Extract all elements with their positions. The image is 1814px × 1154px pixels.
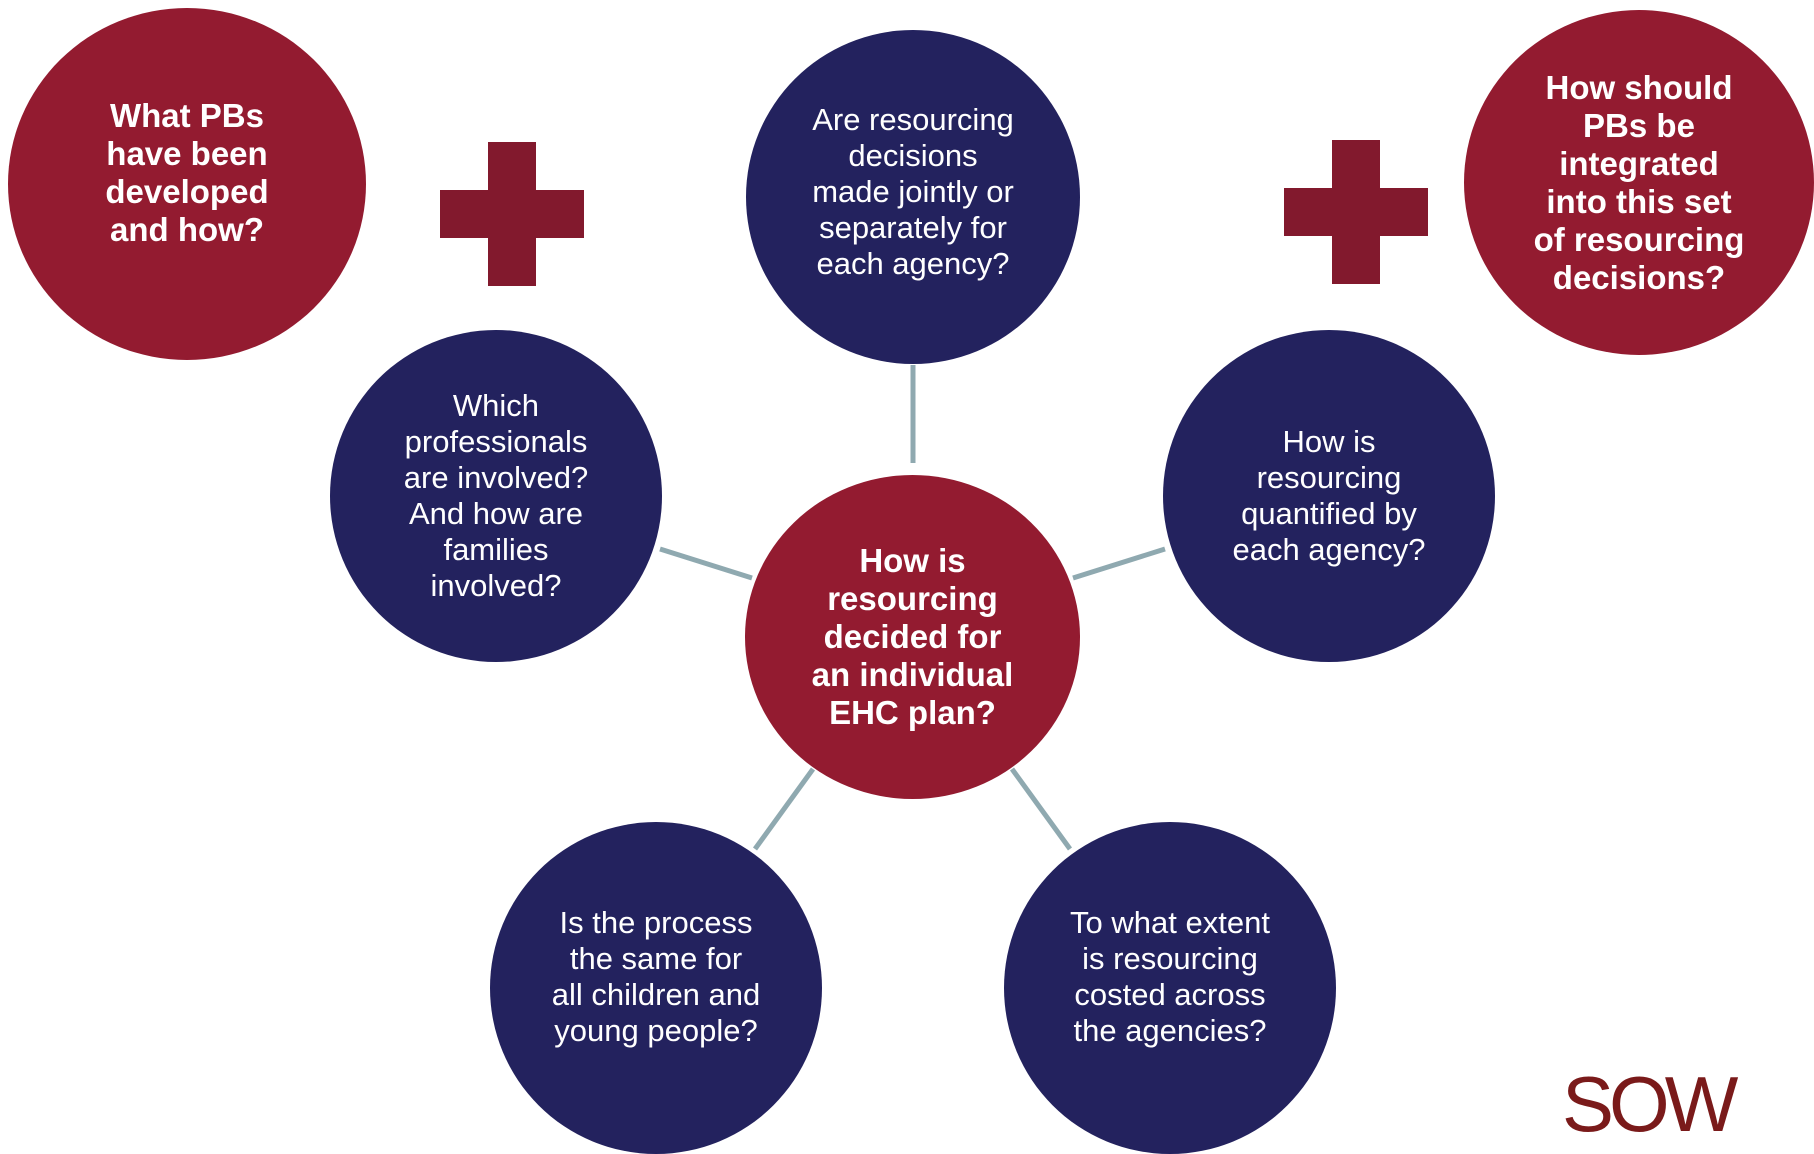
sow-logo: SOW bbox=[1562, 1060, 1738, 1148]
satellite-process-same: Is the process the same for all children… bbox=[490, 822, 822, 1154]
corner-question-right-text: How should PBs be integrated into this s… bbox=[1533, 68, 1745, 296]
satellite-costed-text: To what extent is resourcing costed acro… bbox=[1070, 905, 1270, 1048]
corner-question-left: What PBs have been developed and how? bbox=[8, 8, 366, 360]
plus-icon bbox=[1284, 140, 1428, 284]
center-question-text: How is resourcing decided for an individ… bbox=[811, 542, 1014, 731]
corner-question-left-text: What PBs have been developed and how? bbox=[105, 97, 269, 248]
satellite-professionals: Which professionals are involved? And ho… bbox=[330, 330, 662, 662]
corner-question-right: How should PBs be integrated into this s… bbox=[1464, 10, 1814, 355]
plus-icon-horizontal-bar bbox=[1284, 188, 1428, 236]
connector-bottom-left bbox=[752, 767, 816, 851]
connector-bottom-right bbox=[1009, 767, 1073, 851]
satellite-professionals-text: Which professionals are involved? And ho… bbox=[403, 388, 589, 603]
satellite-costed: To what extent is resourcing costed acro… bbox=[1004, 822, 1336, 1154]
plus-icon-horizontal-bar bbox=[440, 190, 584, 238]
satellite-joint-decisions: Are resourcing decisions made jointly or… bbox=[746, 30, 1080, 364]
connector-right bbox=[1072, 546, 1166, 581]
connector-left bbox=[659, 546, 753, 581]
satellite-joint-decisions-text: Are resourcing decisions made jointly or… bbox=[812, 102, 1014, 281]
satellite-process-same-text: Is the process the same for all children… bbox=[551, 905, 761, 1048]
satellite-quantified-text: How is resourcing quantified by each age… bbox=[1232, 424, 1426, 567]
satellite-quantified: How is resourcing quantified by each age… bbox=[1163, 330, 1495, 662]
center-question: How is resourcing decided for an individ… bbox=[745, 475, 1080, 799]
plus-icon bbox=[440, 142, 584, 286]
